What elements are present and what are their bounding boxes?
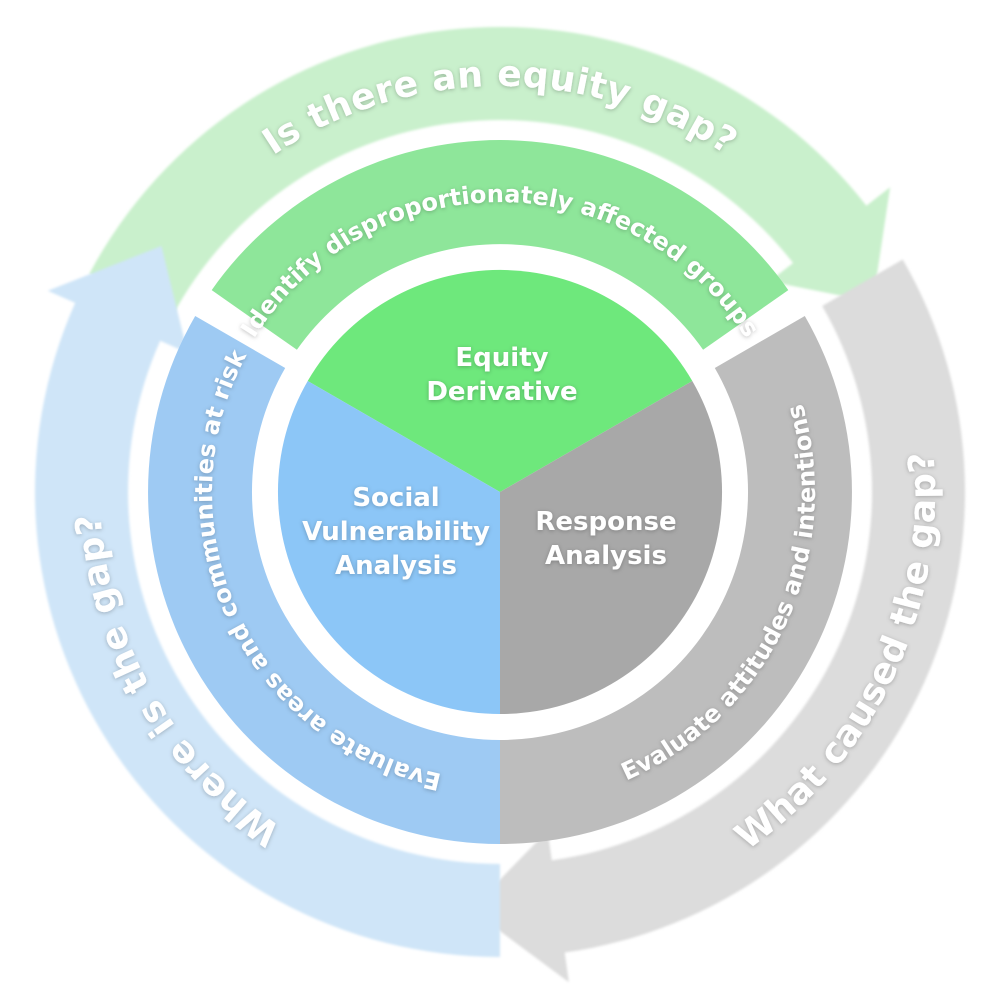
core-top-line1: Equity [455, 343, 548, 373]
core-top-line2: Derivative [426, 377, 577, 407]
core-left-line2: Vulnerability [302, 517, 490, 547]
outer-arrow-gray [470, 259, 966, 983]
core-right-line1: Response [535, 507, 676, 537]
core-right-line2: Analysis [545, 541, 667, 571]
core-left-line3: Analysis [335, 551, 457, 581]
outer-arrow-blue [35, 246, 501, 957]
middle-segment-green [211, 140, 789, 350]
core-segment-social-vulnerability [277, 381, 500, 714]
core-segment-equity-derivative [307, 269, 693, 492]
middle-segment-blue [148, 316, 500, 844]
outer-arrow-green [89, 26, 891, 318]
middle-segment-gray [500, 316, 852, 844]
core-left-line1: Social [352, 483, 439, 513]
core-segment-response-analysis [500, 381, 723, 714]
